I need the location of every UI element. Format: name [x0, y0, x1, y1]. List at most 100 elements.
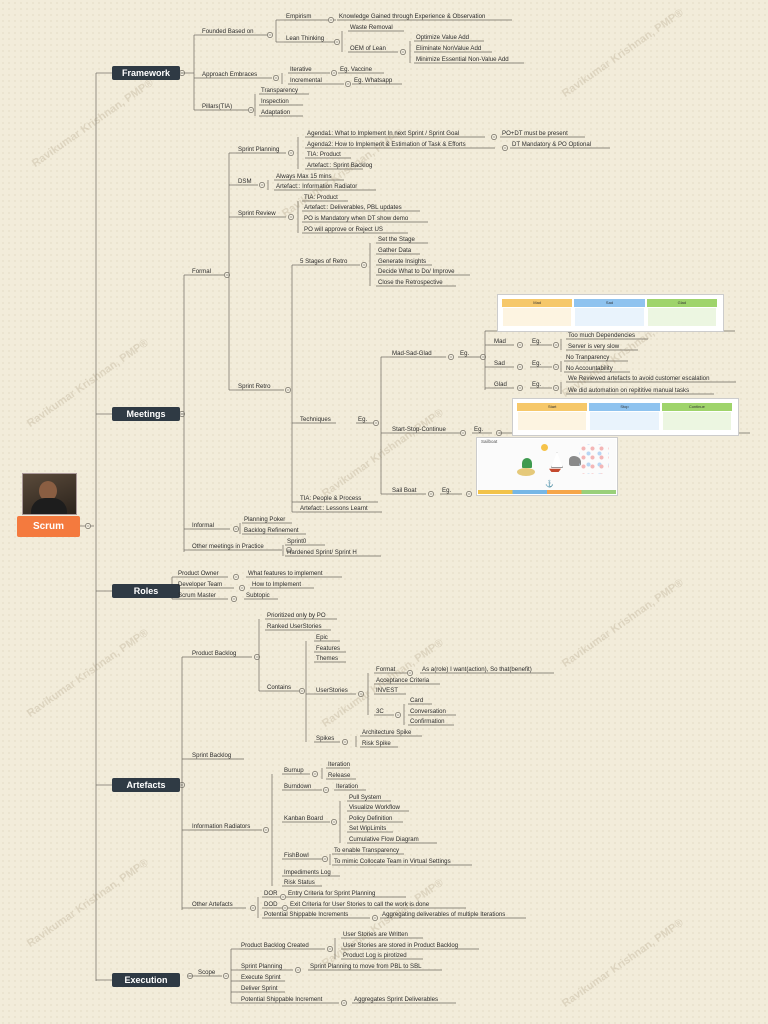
node-burnup[interactable]: Burnup	[284, 767, 304, 774]
node-burnup-iteration[interactable]: Iteration	[328, 761, 351, 768]
node-set-the-stage[interactable]: Set the Stage	[378, 236, 415, 243]
node-scope[interactable]: Scope	[198, 969, 216, 976]
node-mimic-collocate[interactable]: To mimic Collocate Team in Virtual Setti…	[334, 858, 451, 865]
node-eg-vaccine[interactable]: Eg. Vaccine	[340, 66, 373, 73]
node-card[interactable]: Card	[410, 697, 424, 704]
node-retro-artefact[interactable]: Artefact:: Lessons Learnt	[300, 505, 368, 512]
node-decide-improve[interactable]: Decide What to Do/ Improve	[378, 268, 455, 275]
node-architecture-spike[interactable]: Architecture Spike	[362, 729, 412, 736]
node-product-backlog-created[interactable]: Product Backlog Created	[241, 942, 309, 949]
node-role-name[interactable]: Scrum Master	[178, 592, 216, 599]
node-msg-eg[interactable]: Eg.	[460, 350, 470, 357]
node-sail-boat[interactable]: Sail Boat	[392, 487, 417, 494]
node-ranked-userstories[interactable]: Ranked UserStories	[267, 623, 322, 630]
node-role-desc[interactable]: Subtopic	[246, 592, 270, 599]
node-transparency[interactable]: Transparency	[261, 87, 299, 94]
node-sr-po-mandatory[interactable]: PO is Mandatory when DT show demo	[304, 215, 409, 222]
node-incremental[interactable]: Incremental	[290, 77, 322, 84]
root-node-scrum[interactable]: Scrum	[17, 516, 80, 537]
node-deliver-sprint[interactable]: Deliver Sprint	[241, 985, 278, 992]
node-inspection[interactable]: Inspection	[261, 98, 289, 105]
node-spikes[interactable]: Spikes	[316, 735, 335, 742]
node-backlog-refinement[interactable]: Backlog Refinement	[244, 527, 299, 534]
node-execution-sprint-planning[interactable]: Sprint Planning	[241, 963, 283, 970]
node-kanban-board[interactable]: Kanban Board	[284, 815, 323, 822]
node-role-name[interactable]: Developer Team	[178, 581, 223, 588]
node-sr-po-approve[interactable]: PO will approve or Reject US	[304, 226, 383, 233]
node-eg-whatsapp[interactable]: Eg. Whatsapp	[354, 77, 393, 84]
node-waste-removal[interactable]: Waste Removal	[350, 24, 393, 31]
node-risk-status[interactable]: Risk Status	[284, 879, 315, 886]
node-formal[interactable]: Formal	[192, 268, 211, 275]
node-role-desc[interactable]: How to Implement	[252, 581, 302, 588]
node-sr-artefact[interactable]: Artefact:: Deliverables, PBL updates	[304, 204, 402, 211]
node-oem-of-lean[interactable]: OEM of Lean	[350, 45, 386, 52]
node-server-slow[interactable]: Server is very slow	[568, 343, 620, 350]
node-dsm-artefact[interactable]: Artefact:: Information Radiator	[276, 183, 358, 190]
node-too-much-deps[interactable]: Too much Dependencies	[568, 332, 636, 339]
node-sp-artefact[interactable]: Artefact:: Sprint Backlog	[307, 162, 373, 169]
node-glad-reviewed[interactable]: We Reviewed artefacts to avoid customer …	[568, 375, 710, 382]
node-start-stop-continue[interactable]: Start-Stop-Continue	[392, 426, 446, 433]
node-execute-sprint[interactable]: Execute Sprint	[241, 974, 281, 981]
section-artefacts[interactable]: Artefacts	[112, 778, 180, 792]
node-sp-move-pbl-sbl[interactable]: Sprint Planning to move from PBL to SBL	[310, 963, 422, 970]
node-format-desc[interactable]: As a(role) I want(action), So that(benef…	[422, 666, 532, 673]
node-conversation[interactable]: Conversation	[410, 708, 446, 715]
node-hardened-sprint[interactable]: Hardened Sprint/ Sprint H	[287, 549, 357, 556]
node-impediments-log[interactable]: Impediments Log	[284, 869, 331, 876]
node-psi[interactable]: Potential Shippable Increments	[264, 911, 349, 918]
node-sp-agenda2[interactable]: Agenda2: How to Implement & Estimation o…	[307, 141, 466, 148]
node-features[interactable]: Features	[316, 645, 341, 652]
node-close-retro[interactable]: Close the Retrospective	[378, 279, 443, 286]
node-role-desc[interactable]: What features to implement	[248, 570, 323, 577]
node-ssc-eg[interactable]: Eg.	[474, 426, 484, 433]
node-minimize-essential[interactable]: Minimize Essential Non-Value Add	[416, 56, 509, 63]
node-techniques-eg[interactable]: Eg.	[358, 416, 368, 423]
node-dor[interactable]: DOR	[264, 890, 278, 897]
node-potential-shippable-increment[interactable]: Potential Shippable Increment	[241, 996, 323, 1003]
node-role-name[interactable]: Product Owner	[178, 570, 219, 577]
node-visualize-workflow[interactable]: Visualize Workflow	[349, 804, 400, 811]
node-contains[interactable]: Contains	[267, 684, 292, 691]
node-sp-note1[interactable]: PO+DT must be present	[502, 130, 568, 137]
node-empirism[interactable]: Empirism	[286, 13, 312, 20]
node-dod[interactable]: DOD	[264, 901, 278, 908]
node-epic[interactable]: Epic	[316, 634, 328, 641]
node-dsm-15mins[interactable]: Always Max 15 mins	[276, 173, 332, 180]
node-sailboat-eg[interactable]: Eg.	[442, 487, 452, 494]
node-burndown-iteration[interactable]: Iteration	[336, 783, 359, 790]
node-sp-tia[interactable]: TIA: Product	[307, 151, 341, 158]
node-iterative[interactable]: Iterative	[290, 66, 312, 73]
node-glad-eg[interactable]: Eg.	[532, 381, 542, 388]
node-format[interactable]: Format	[376, 666, 396, 673]
node-techniques[interactable]: Techniques	[300, 416, 331, 423]
node-glad-automation[interactable]: We did automation on repititive manual t…	[568, 387, 690, 394]
node-planning-poker[interactable]: Planning Poker	[244, 516, 286, 523]
node-acceptance-criteria[interactable]: Acceptance Criteria	[376, 677, 430, 684]
node-user-stories-stored[interactable]: User Stories are stored in Product Backl…	[343, 942, 459, 949]
node-aggregates-sprint-deliverables[interactable]: Aggregates Sprint Deliverables	[354, 996, 439, 1003]
node-eliminate-nonvalue-add[interactable]: Eliminate NonValue Add	[416, 45, 482, 52]
node-product-log-prioritized[interactable]: Product Log is pirotized	[343, 952, 407, 959]
node-other-artefacts[interactable]: Other Artefacts	[192, 901, 233, 908]
node-no-accountability[interactable]: No Accountability	[566, 365, 613, 372]
node-sprint-retro[interactable]: Sprint Retro	[238, 383, 271, 390]
node-approach-embraces[interactable]: Approach Embraces	[202, 71, 258, 78]
node-invest[interactable]: INVEST	[376, 687, 399, 694]
node-mad-sad-glad[interactable]: Mad-Sad-Glad	[392, 350, 432, 357]
node-sp-agenda1[interactable]: Agenda1: What to Implement In next Sprin…	[307, 130, 460, 137]
node-founded-based-on[interactable]: Founded Based on	[202, 28, 254, 35]
node-burndown[interactable]: Burndown	[284, 783, 312, 790]
node-no-transparency[interactable]: No Tranparency	[566, 354, 610, 361]
node-mad[interactable]: Mad	[494, 338, 506, 345]
node-dsm[interactable]: DSM	[238, 178, 252, 185]
node-user-stories-written[interactable]: User Stories are Written	[343, 931, 408, 938]
node-burnup-release[interactable]: Release	[328, 772, 351, 779]
node-5-stages[interactable]: 5 Stages of Retro	[300, 258, 348, 265]
section-framework[interactable]: Framework	[112, 66, 180, 80]
node-retro-tia[interactable]: TIA: People & Process	[300, 495, 362, 502]
node-sprint-planning[interactable]: Sprint Planning	[238, 146, 280, 153]
node-sprint0[interactable]: Sprint0	[287, 538, 307, 545]
node-pillars[interactable]: Pillars(TIA)	[202, 103, 233, 110]
